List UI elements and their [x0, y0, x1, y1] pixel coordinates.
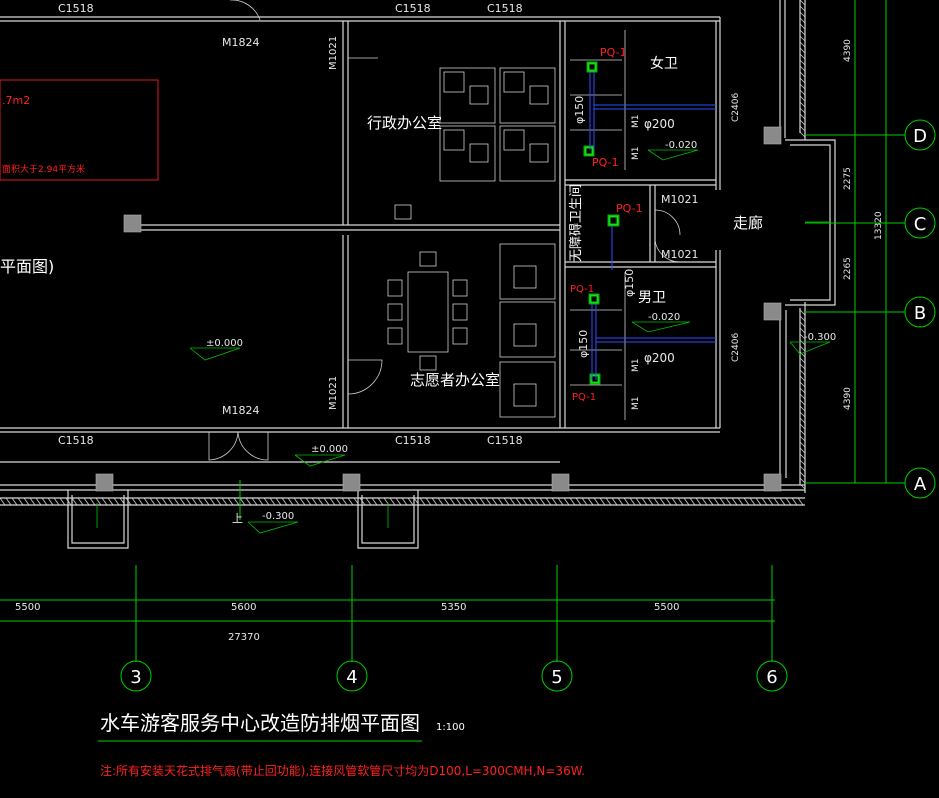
admin-office-furniture: [387, 67, 556, 418]
door-label: M1: [631, 147, 641, 161]
grid-y-label: C: [914, 214, 927, 235]
fan-label: PQ-1: [592, 156, 619, 169]
dim-y: 4390: [843, 387, 853, 410]
duct-size: φ150: [573, 96, 586, 124]
grid-y-label: D: [913, 126, 927, 147]
dim-y: 2275: [843, 167, 853, 190]
exhaust-fans: [583, 61, 620, 385]
door-label: M1824: [222, 404, 260, 417]
dim-y: 4390: [843, 39, 853, 62]
dim-x: 5350: [441, 602, 466, 613]
window-label: C1518: [487, 2, 523, 15]
window-label: C1518: [395, 2, 431, 15]
drawing-scale: 1:100: [436, 722, 465, 733]
area-note-line1: .7m2: [2, 94, 30, 107]
level-label: ±0.000: [311, 444, 348, 455]
window-label: C2406: [731, 333, 741, 362]
grid-bubbles: [120, 119, 936, 692]
grid-x-label: 4: [346, 667, 357, 688]
room-female-wc: 女卫: [650, 55, 678, 72]
room-male-wc: 男卫: [638, 290, 666, 306]
door-label: M1: [631, 115, 641, 129]
ducts: [589, 72, 716, 380]
level-label: -0.020: [648, 312, 680, 323]
window-label: C1518: [58, 2, 94, 15]
dim-y-total: 13320: [874, 211, 884, 240]
grid-y-label: B: [914, 303, 926, 324]
door-label: M1: [631, 397, 641, 411]
columns: [95, 126, 782, 492]
room-volunteer-office: 志愿者办公室: [410, 371, 500, 389]
column-7: [763, 302, 782, 321]
labels: C1518 C1518 C1518 C1518 C1518 C1518 M182…: [0, 2, 927, 778]
doors: [208, 0, 681, 461]
dim-x: 5500: [15, 602, 40, 613]
column-1: [123, 214, 142, 233]
level-label: -0.300: [804, 332, 836, 343]
drawing-note: 注:所有安装天花式排气扇(带止回功能),连接风管软管尺寸均为D100,L=300…: [100, 763, 585, 778]
door-label: M1021: [328, 36, 339, 70]
door-label: M1021: [661, 193, 699, 206]
duct-size: φ150: [623, 269, 636, 297]
door-label: M1: [631, 359, 641, 373]
duct-size: φ200: [644, 117, 675, 131]
level-label: -0.020: [665, 140, 697, 151]
door-label: M1824: [222, 36, 260, 49]
fan-label: PQ-1: [616, 202, 643, 215]
duct-size: φ150: [577, 330, 590, 358]
fan-label: PQ-1: [600, 46, 627, 59]
dim-x: 5500: [654, 602, 679, 613]
level-label: -0.300: [262, 511, 294, 522]
outer-walls: [0, 0, 836, 549]
hall-title-fragment: 平面图): [0, 257, 54, 276]
grid-x-label: 3: [130, 667, 141, 688]
window-label: C2406: [731, 93, 741, 122]
door-label: M1021: [328, 376, 339, 410]
drawing-title: 水车游客服务中心改造防排烟平面图: [100, 711, 420, 735]
dim-y: 2265: [843, 257, 853, 280]
dim-x: 5600: [231, 602, 256, 613]
area-note-box: [0, 79, 159, 181]
grid-lines: [0, 0, 905, 662]
level-markers: [189, 149, 831, 534]
step-label: 上: [232, 512, 243, 525]
fan-label: PQ-1: [572, 392, 596, 403]
area-note-line2: 面积大于2.94平方米: [2, 163, 85, 175]
door-label: M1021: [661, 248, 699, 261]
level-label: ±0.000: [206, 338, 243, 349]
fan-label: PQ-1: [570, 284, 594, 295]
grid-x-label: 5: [551, 667, 562, 688]
grid-x-label: 6: [766, 667, 777, 688]
window-label: C1518: [58, 434, 94, 447]
grid-y-label: A: [914, 474, 927, 495]
room-corridor: 走廊: [733, 214, 763, 232]
column-5: [763, 473, 782, 492]
column-2: [95, 473, 114, 492]
column-6: [763, 126, 782, 145]
dim-x-total: 27370: [228, 632, 260, 643]
duct-size: φ200: [644, 351, 675, 365]
column-3: [342, 473, 361, 492]
window-label: C1518: [395, 434, 431, 447]
room-accessible-wc: 无障碍卫生间: [569, 184, 584, 262]
room-admin-office: 行政办公室: [367, 114, 442, 132]
interior-walls: [140, 21, 716, 428]
window-label: C1518: [487, 434, 523, 447]
column-4: [551, 473, 570, 492]
wall-hatch: [0, 0, 806, 506]
